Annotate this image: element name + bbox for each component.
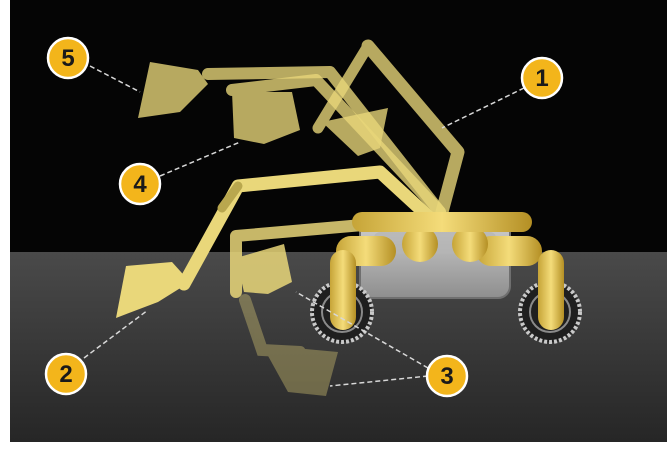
callout-4: 4 — [120, 164, 160, 204]
left-border — [0, 0, 10, 449]
callout-3: 3 — [427, 356, 467, 396]
callout-2: 2 — [46, 354, 86, 394]
callout-2-label: 2 — [59, 361, 72, 388]
callout-1-label: 1 — [535, 65, 548, 92]
bottom-border — [0, 442, 667, 449]
callout-3-label: 3 — [440, 363, 453, 390]
upper-joint-rail — [352, 212, 532, 232]
callout-1: 1 — [522, 58, 562, 98]
callout-5: 5 — [48, 38, 88, 78]
callout-5-label: 5 — [61, 45, 74, 72]
callout-4-label: 4 — [133, 171, 147, 198]
